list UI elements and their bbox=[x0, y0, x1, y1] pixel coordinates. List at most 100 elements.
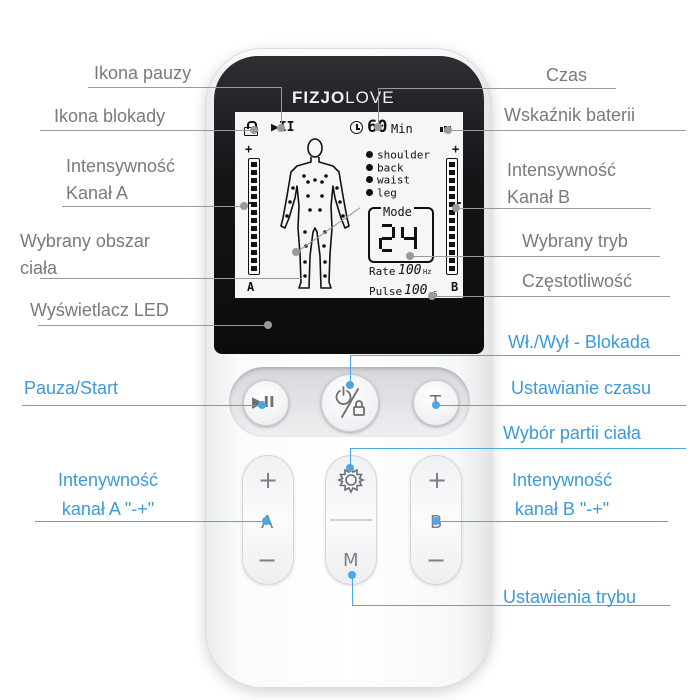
pill-divider bbox=[330, 519, 372, 521]
leader-line bbox=[352, 575, 353, 605]
lcd-channel-a-minus: - bbox=[246, 196, 254, 211]
label-body-area: Wybrany obszar ciała bbox=[20, 231, 150, 278]
leader-line bbox=[436, 521, 668, 522]
lcd-bar-segment bbox=[251, 202, 257, 207]
leader-line bbox=[35, 521, 267, 522]
callout-dot bbox=[346, 464, 354, 472]
lcd-channel-a-bar bbox=[248, 158, 260, 275]
lcd-body-area-item: waist bbox=[366, 171, 411, 187]
leader-line bbox=[38, 325, 268, 326]
lcd-channel-a-plus: + bbox=[245, 142, 253, 156]
lcd-rate-value: 100 bbox=[398, 263, 422, 278]
leader-line bbox=[350, 448, 351, 468]
lcd-bar-segment bbox=[251, 186, 257, 191]
leader-line bbox=[436, 405, 686, 406]
label-led-display: Wyświetlacz LED bbox=[30, 300, 169, 320]
lcd-mode-label: Mode bbox=[381, 205, 414, 219]
lcd-bar-segment bbox=[449, 170, 455, 175]
lcd-timer-icon bbox=[350, 120, 364, 134]
leader-line bbox=[378, 88, 616, 89]
lcd-display bbox=[235, 112, 463, 298]
leader-line bbox=[350, 355, 351, 385]
callout-dot bbox=[258, 401, 266, 409]
label-intensity-a: Intensywność Kanał A bbox=[66, 156, 176, 203]
leader-line bbox=[432, 296, 670, 297]
callout-dot bbox=[262, 517, 270, 525]
label-time: Czas bbox=[546, 65, 588, 85]
channel-a-plus-button[interactable]: + bbox=[258, 466, 279, 494]
callout-dot bbox=[444, 126, 452, 134]
lcd-digit-segment bbox=[382, 224, 392, 227]
lcd-area-label: leg bbox=[377, 185, 397, 199]
mode-button[interactable]: M bbox=[343, 550, 359, 571]
lcd-time-unit: Min bbox=[391, 122, 413, 136]
lcd-area-label: waist bbox=[377, 173, 411, 187]
callout-dot bbox=[428, 292, 436, 300]
callout-dot bbox=[432, 517, 440, 525]
callout-dot bbox=[264, 321, 272, 329]
label-intensity-b: Intensywność Kanał B bbox=[507, 160, 617, 207]
lcd-bar-segment bbox=[449, 178, 455, 183]
lcd-body-area-item: back bbox=[366, 159, 404, 174]
lcd-bar-segment bbox=[251, 266, 257, 271]
callout-dot bbox=[277, 124, 285, 132]
lcd-pulse-label: Pulse bbox=[369, 285, 403, 298]
lcd-bar-segment bbox=[449, 194, 455, 199]
lcd-bar-segment bbox=[449, 218, 455, 223]
callout-dot bbox=[240, 202, 248, 210]
lcd-area-bullet-icon bbox=[366, 151, 373, 159]
callout-dot bbox=[346, 381, 354, 389]
leader-line bbox=[352, 605, 670, 606]
brand-logo: FIZJOLOVE bbox=[292, 88, 395, 107]
label-pause-start: Pauza/Start bbox=[24, 378, 119, 398]
label-selected-mode: Wybrany tryb bbox=[522, 231, 628, 251]
lcd-area-bullet-icon bbox=[366, 176, 373, 184]
lcd-bar-segment bbox=[251, 226, 257, 231]
lcd-bar-segment bbox=[449, 234, 455, 239]
lcd-digit-segment bbox=[392, 227, 395, 238]
channel-a-minus-button[interactable]: − bbox=[257, 546, 278, 574]
pause-start-button[interactable]: ▶II bbox=[243, 380, 289, 426]
lcd-area-bullet-icon bbox=[366, 163, 373, 171]
lcd-digit-segment bbox=[404, 236, 414, 240]
label-intensity-a-pm: Intenywność kanał A "-+" bbox=[58, 470, 159, 519]
callout-dot bbox=[250, 126, 258, 134]
lcd-bar-segment bbox=[251, 162, 257, 167]
label-mode-settings: Ustawienia trybu bbox=[503, 587, 637, 607]
leader-line bbox=[40, 130, 254, 131]
lcd-bar-segment bbox=[449, 162, 455, 167]
leader-line bbox=[456, 208, 651, 209]
power-lock-icon bbox=[335, 386, 365, 418]
lcd-digit-segment bbox=[379, 238, 382, 249]
channel-b-minus-button[interactable]: − bbox=[426, 546, 447, 574]
leader-line bbox=[410, 256, 660, 257]
lcd-bar-segment bbox=[449, 250, 455, 255]
lcd-channel-b-plus: + bbox=[452, 142, 460, 156]
leader-line bbox=[62, 206, 244, 207]
lcd-bar-segment bbox=[449, 186, 455, 191]
callout-dot bbox=[374, 123, 382, 131]
lcd-body-figure bbox=[280, 138, 350, 289]
lcd-area-label: shoulder bbox=[377, 148, 430, 162]
leader-line bbox=[350, 355, 680, 356]
callout-dot bbox=[452, 204, 460, 212]
callout-dot bbox=[406, 252, 414, 260]
label-frequency: Częstotliwość bbox=[522, 271, 633, 291]
label-pause-icon: Ikona pauzy bbox=[94, 63, 192, 83]
lcd-rate-unit: Hz bbox=[423, 268, 432, 276]
leader-line bbox=[448, 130, 686, 131]
callout-dot bbox=[292, 248, 300, 256]
lcd-bar-segment bbox=[251, 178, 257, 183]
lcd-bar-segment bbox=[449, 242, 455, 247]
leader-line bbox=[22, 405, 262, 406]
lcd-bar-segment bbox=[251, 170, 257, 175]
lcd-bar-segment bbox=[251, 210, 257, 215]
lcd-digit-segment bbox=[414, 238, 417, 249]
callout-dot bbox=[432, 401, 440, 409]
lcd-channel-b-letter: B bbox=[451, 280, 459, 294]
lcd-channel-a-letter: A bbox=[247, 280, 255, 294]
lcd-digit-segment bbox=[401, 227, 404, 238]
channel-b-plus-button[interactable]: + bbox=[427, 466, 448, 494]
label-body-part-select: Wybór partii ciała bbox=[503, 423, 641, 443]
lcd-channel-b-bar bbox=[446, 158, 458, 275]
